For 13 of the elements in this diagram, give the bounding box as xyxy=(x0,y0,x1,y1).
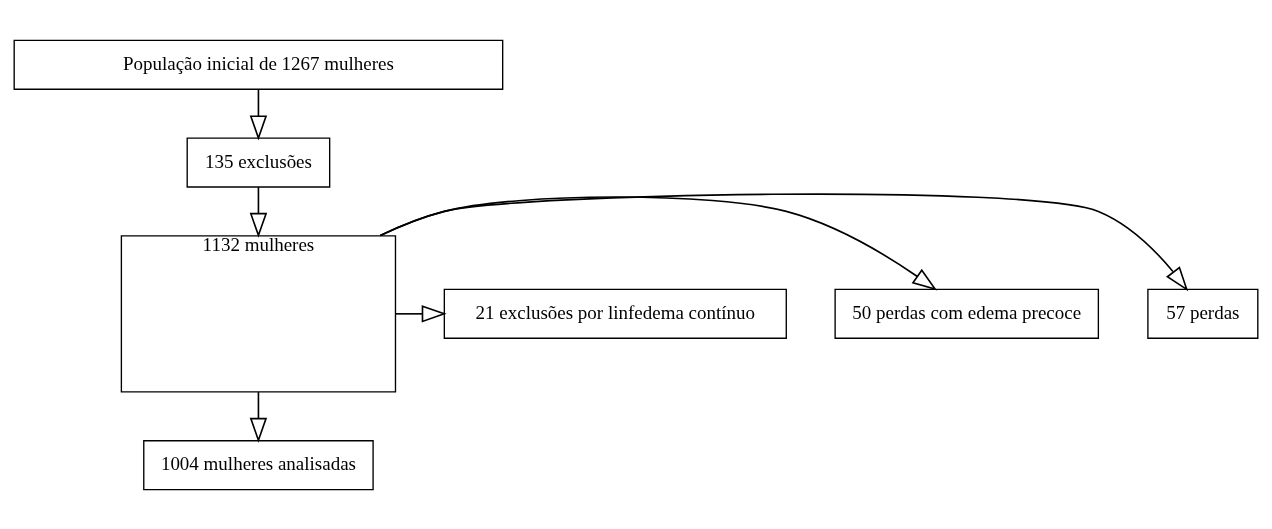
arrow xyxy=(379,192,1189,291)
arrow xyxy=(249,88,268,140)
node-box: 135 exclusões xyxy=(186,136,331,188)
arrow xyxy=(379,195,938,290)
node-box: 57 perdas xyxy=(1147,288,1259,339)
node-box: População inicial de 1267 mulheres xyxy=(13,39,504,90)
arrow xyxy=(394,304,447,323)
arrow xyxy=(249,390,268,443)
node-box: 1132 mulheres xyxy=(120,234,397,393)
node-box: 50 perdas com edema precoce xyxy=(834,288,1100,339)
arrow xyxy=(249,185,268,238)
node-box: 21 exclusões por linfedema contínuo xyxy=(443,288,787,339)
node-box: 1004 mulheres analisadas xyxy=(143,439,374,490)
